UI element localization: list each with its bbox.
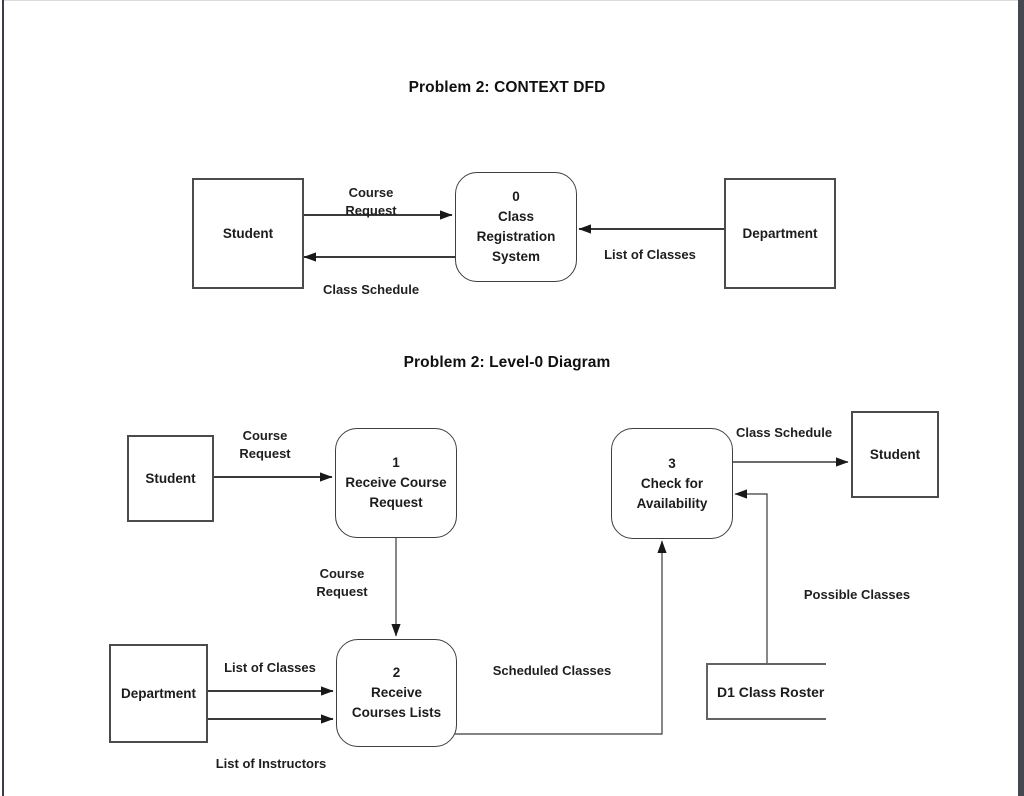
flow-label-class-schedule: Class Schedule — [735, 425, 833, 440]
flow-label-list-of-instructors: List of Instructors — [215, 756, 327, 771]
process-2-name-line: Courses Lists — [351, 705, 442, 720]
flow-label-scheduled-classes: Scheduled Classes — [492, 663, 612, 678]
datastore-d1-label: D1 Class Roster — [717, 683, 825, 700]
process-3-number: 3 — [668, 455, 676, 471]
flow-label-possible-classes: Possible Classes — [803, 587, 911, 602]
flow-line-scheduled-classes — [455, 540, 667, 735]
process-0-class-registration-system: 0 Class Registration System — [455, 172, 577, 282]
process-0-name-line: Registration — [476, 229, 556, 244]
process-2-receive-courses-lists: 2 Receive Courses Lists — [336, 639, 457, 747]
entity-student-context: Student — [192, 178, 304, 289]
process-1-receive-course-request: 1 Receive Course Request — [335, 428, 457, 538]
page-left-edge — [2, 0, 4, 796]
flow-line-possible-classes — [734, 489, 768, 663]
page-right-edge — [1018, 0, 1024, 796]
entity-department-level0-label: Department — [120, 686, 196, 701]
flow-label-class-schedule-context: Class Schedule — [322, 282, 420, 297]
flow-label-list-of-classes-context: List of Classes — [604, 247, 696, 262]
entity-student-left: Student — [127, 435, 214, 522]
process-0-number: 0 — [512, 189, 520, 204]
level0-title: Problem 2: Level-0 Diagram — [403, 354, 611, 371]
process-1-name-line: Receive Course — [345, 475, 447, 490]
entity-student-right-label: Student — [869, 447, 921, 462]
flow-label-course-request-context: Course Request — [345, 185, 397, 218]
process-0-name-line: System — [491, 249, 541, 264]
flow-label-list-of-classes: List of Classes — [224, 660, 316, 675]
context-dfd-title: Problem 2: CONTEXT DFD — [408, 79, 606, 96]
entity-student-left-label: Student — [145, 471, 196, 486]
entity-department-context-label: Department — [742, 226, 818, 241]
process-3-name-line: Availability — [636, 495, 708, 511]
process-3-check-for-availability: 3 Check for Availability — [611, 428, 733, 539]
process-1-number: 1 — [392, 455, 400, 470]
flow-label-course-request-mid: Course Request — [316, 566, 368, 599]
process-0-name-line: Class — [497, 209, 535, 224]
entity-student-right: Student — [851, 411, 939, 498]
page-top-edge — [4, 0, 1018, 1]
entity-department-level0: Department — [109, 644, 208, 743]
entity-student-context-label: Student — [222, 226, 274, 241]
process-2-name-line: Receive — [370, 685, 423, 700]
process-3-name-line: Check for — [640, 475, 704, 491]
entity-department-context: Department — [724, 178, 836, 289]
flow-label-course-request-in: Course Request — [239, 428, 291, 461]
datastore-d1-class-roster: D1 Class Roster — [706, 663, 826, 720]
process-2-number: 2 — [392, 665, 401, 680]
process-1-name-line: Request — [369, 495, 423, 510]
